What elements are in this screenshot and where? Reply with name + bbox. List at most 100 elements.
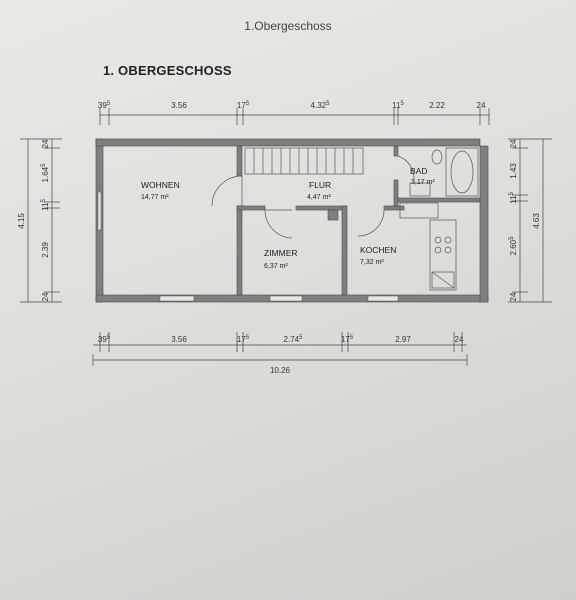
left-dimension-line <box>20 138 62 303</box>
svg-text:395: 395 <box>98 335 111 344</box>
bottom-dimension-line <box>92 332 468 366</box>
dim-label: 4.32 <box>311 101 327 110</box>
dim-label: 2.39 <box>41 242 50 258</box>
svg-text:175: 175 <box>237 101 250 110</box>
bathtub <box>445 147 479 197</box>
dim-superscript: 5 <box>246 335 250 341</box>
dim-label: 2.60 <box>509 239 518 255</box>
wall-flur-kochen <box>383 205 405 211</box>
svg-text:115: 115 <box>41 199 50 211</box>
wall-flur-zimmer-b <box>295 205 347 211</box>
window-zimmer <box>269 295 303 302</box>
dim-label: 24 <box>477 101 486 110</box>
door-zimmer-swing <box>264 209 293 239</box>
svg-text:3.56: 3.56 <box>171 101 187 110</box>
right-dimension-line <box>508 138 552 303</box>
dim-superscript: 5 <box>326 101 330 107</box>
svg-text:2.97: 2.97 <box>395 335 411 344</box>
svg-text:2.39: 2.39 <box>41 242 50 258</box>
dim-label: 24 <box>509 292 518 301</box>
dim-label: 17 <box>237 101 246 110</box>
top-dimension-labels: 395 3.56 175 4.325 115 2.22 24 <box>98 101 486 110</box>
svg-text:2.745: 2.745 <box>284 335 304 344</box>
dim-superscript: 5 <box>509 192 515 196</box>
dim-label: 24 <box>41 292 50 301</box>
room-name: WOHNEN <box>141 180 180 190</box>
svg-text:24: 24 <box>41 292 50 301</box>
room-area: 6,37 m² <box>264 263 288 270</box>
wall-zimmer-kochen <box>341 205 348 296</box>
svg-text:1.645: 1.645 <box>41 163 50 183</box>
dim-label: 2.74 <box>284 335 300 344</box>
wall-flur-zimmer-a <box>236 205 266 211</box>
dim-superscript: 5 <box>107 101 111 107</box>
dim-label: 24 <box>455 335 464 344</box>
wall-bad-upper <box>393 145 399 157</box>
dim-label: 3.56 <box>171 335 187 344</box>
wall-bad-lower <box>393 179 399 207</box>
bathroom-fixtures <box>409 147 479 197</box>
top-dimension-line <box>99 108 490 125</box>
svg-text:2.605: 2.605 <box>509 236 518 256</box>
left-total-label: 4.15 <box>17 213 26 229</box>
counter <box>429 219 457 291</box>
kitchen-sink <box>399 202 439 219</box>
svg-text:24: 24 <box>455 335 464 344</box>
room-name: BAD <box>410 166 427 176</box>
room-name: FLUR <box>309 180 331 190</box>
door-kochen-swing <box>357 209 385 237</box>
wall-bad-kochen <box>397 197 481 203</box>
dim-label: 2.22 <box>429 101 445 110</box>
bottom-dimension-labels: 395 3.56 175 2.745 175 2.97 24 10.26 <box>98 335 464 375</box>
dim-label: 39 <box>98 101 107 110</box>
svg-text:395: 395 <box>98 101 111 110</box>
dim-label: 24 <box>509 139 518 148</box>
svg-text:175: 175 <box>341 335 354 344</box>
outer-wall-right <box>479 145 489 303</box>
right-dimension-labels: 24 1.43 115 2.605 24 4.63 <box>509 139 541 301</box>
plan-title: 1. OBERGESCHOSS <box>103 63 232 78</box>
window-wohnen <box>159 295 195 302</box>
sink <box>409 182 431 197</box>
outer-wall-top <box>95 138 481 147</box>
dim-label: 1.43 <box>509 163 518 179</box>
window-kochen <box>367 295 399 302</box>
fridge <box>431 271 455 289</box>
dim-label: 24 <box>41 139 50 148</box>
total-width-label: 10.26 <box>270 366 291 375</box>
dim-label: 17 <box>341 335 350 344</box>
dim-label: 11 <box>41 202 50 211</box>
dim-superscript: 5 <box>246 101 250 107</box>
room-area: 7,32 m² <box>360 259 384 266</box>
svg-text:115: 115 <box>392 101 404 110</box>
dim-label: 2.97 <box>395 335 411 344</box>
dim-label: 39 <box>98 335 107 344</box>
shaft <box>327 209 339 221</box>
kitchen-fixtures <box>399 202 457 291</box>
svg-text:24: 24 <box>41 139 50 148</box>
dim-label: 1.64 <box>41 166 50 182</box>
dim-superscript: 5 <box>41 163 47 167</box>
room-area: 14,77 m² <box>141 194 169 201</box>
room-labels: WOHNEN 14,77 m² FLUR 4,47 m² BAD 3,17 m²… <box>141 166 435 270</box>
right-total-label: 4.63 <box>532 213 541 229</box>
svg-text:3.56: 3.56 <box>171 335 187 344</box>
svg-text:1.43: 1.43 <box>509 163 518 179</box>
room-area: 4,47 m² <box>307 194 331 201</box>
wall-wohnen-zimmer <box>236 205 243 296</box>
svg-text:175: 175 <box>237 335 250 344</box>
svg-text:24: 24 <box>509 139 518 148</box>
dim-label: 3.56 <box>171 101 187 110</box>
svg-text:4.325: 4.325 <box>311 101 331 110</box>
svg-text:24: 24 <box>477 101 486 110</box>
dim-superscript: 5 <box>299 335 303 341</box>
window-left <box>97 191 102 231</box>
dim-superscript: 5 <box>400 101 404 107</box>
page-header: 1.Obergeschoss <box>244 19 332 33</box>
toilet <box>431 149 443 165</box>
wall-wohnen-flur-upper <box>236 145 243 177</box>
left-dimension-labels: 4.15 24 1.645 115 2.39 24 <box>17 139 50 301</box>
dim-label: 11 <box>509 195 518 204</box>
svg-text:2.22: 2.22 <box>429 101 445 110</box>
